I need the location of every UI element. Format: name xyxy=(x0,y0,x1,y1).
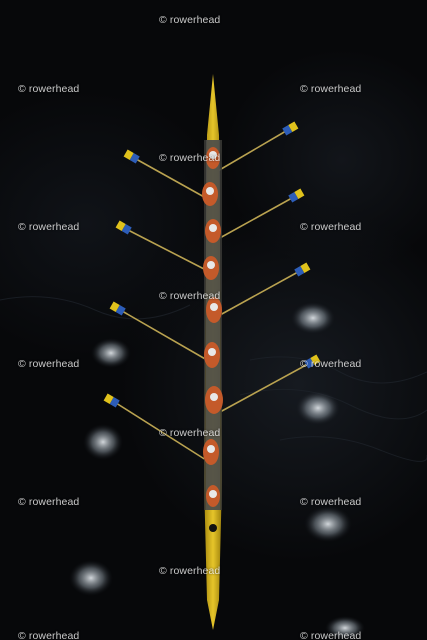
coxswain xyxy=(206,485,220,507)
watermark: © rowerhead xyxy=(159,290,221,302)
rower xyxy=(203,256,219,280)
watermark: © rowerhead xyxy=(159,565,221,577)
rower xyxy=(204,342,220,368)
watermark: © rowerhead xyxy=(18,83,80,95)
watermark: © rowerhead xyxy=(159,152,221,164)
watermark: © rowerhead xyxy=(18,358,80,370)
oar-splashes xyxy=(69,302,365,640)
rower xyxy=(205,219,221,243)
watermark: © rowerhead xyxy=(300,358,362,370)
oars xyxy=(115,130,309,461)
rower xyxy=(202,182,218,206)
watermark: © rowerhead xyxy=(300,630,362,640)
rower xyxy=(206,297,222,323)
water-ripples xyxy=(0,296,427,462)
watermark: © rowerhead xyxy=(300,221,362,233)
oar-blades xyxy=(103,121,321,408)
watermark: © rowerhead xyxy=(18,496,80,508)
watermark: © rowerhead xyxy=(18,221,80,233)
watermark: © rowerhead xyxy=(159,427,221,439)
watermark: © rowerhead xyxy=(300,496,362,508)
watermark: © rowerhead xyxy=(18,630,80,640)
watermark: © rowerhead xyxy=(159,14,221,26)
watermark: © rowerhead xyxy=(300,83,362,95)
rowers xyxy=(202,147,223,507)
rower xyxy=(203,439,219,465)
rower xyxy=(205,386,223,414)
rower xyxy=(206,147,220,169)
